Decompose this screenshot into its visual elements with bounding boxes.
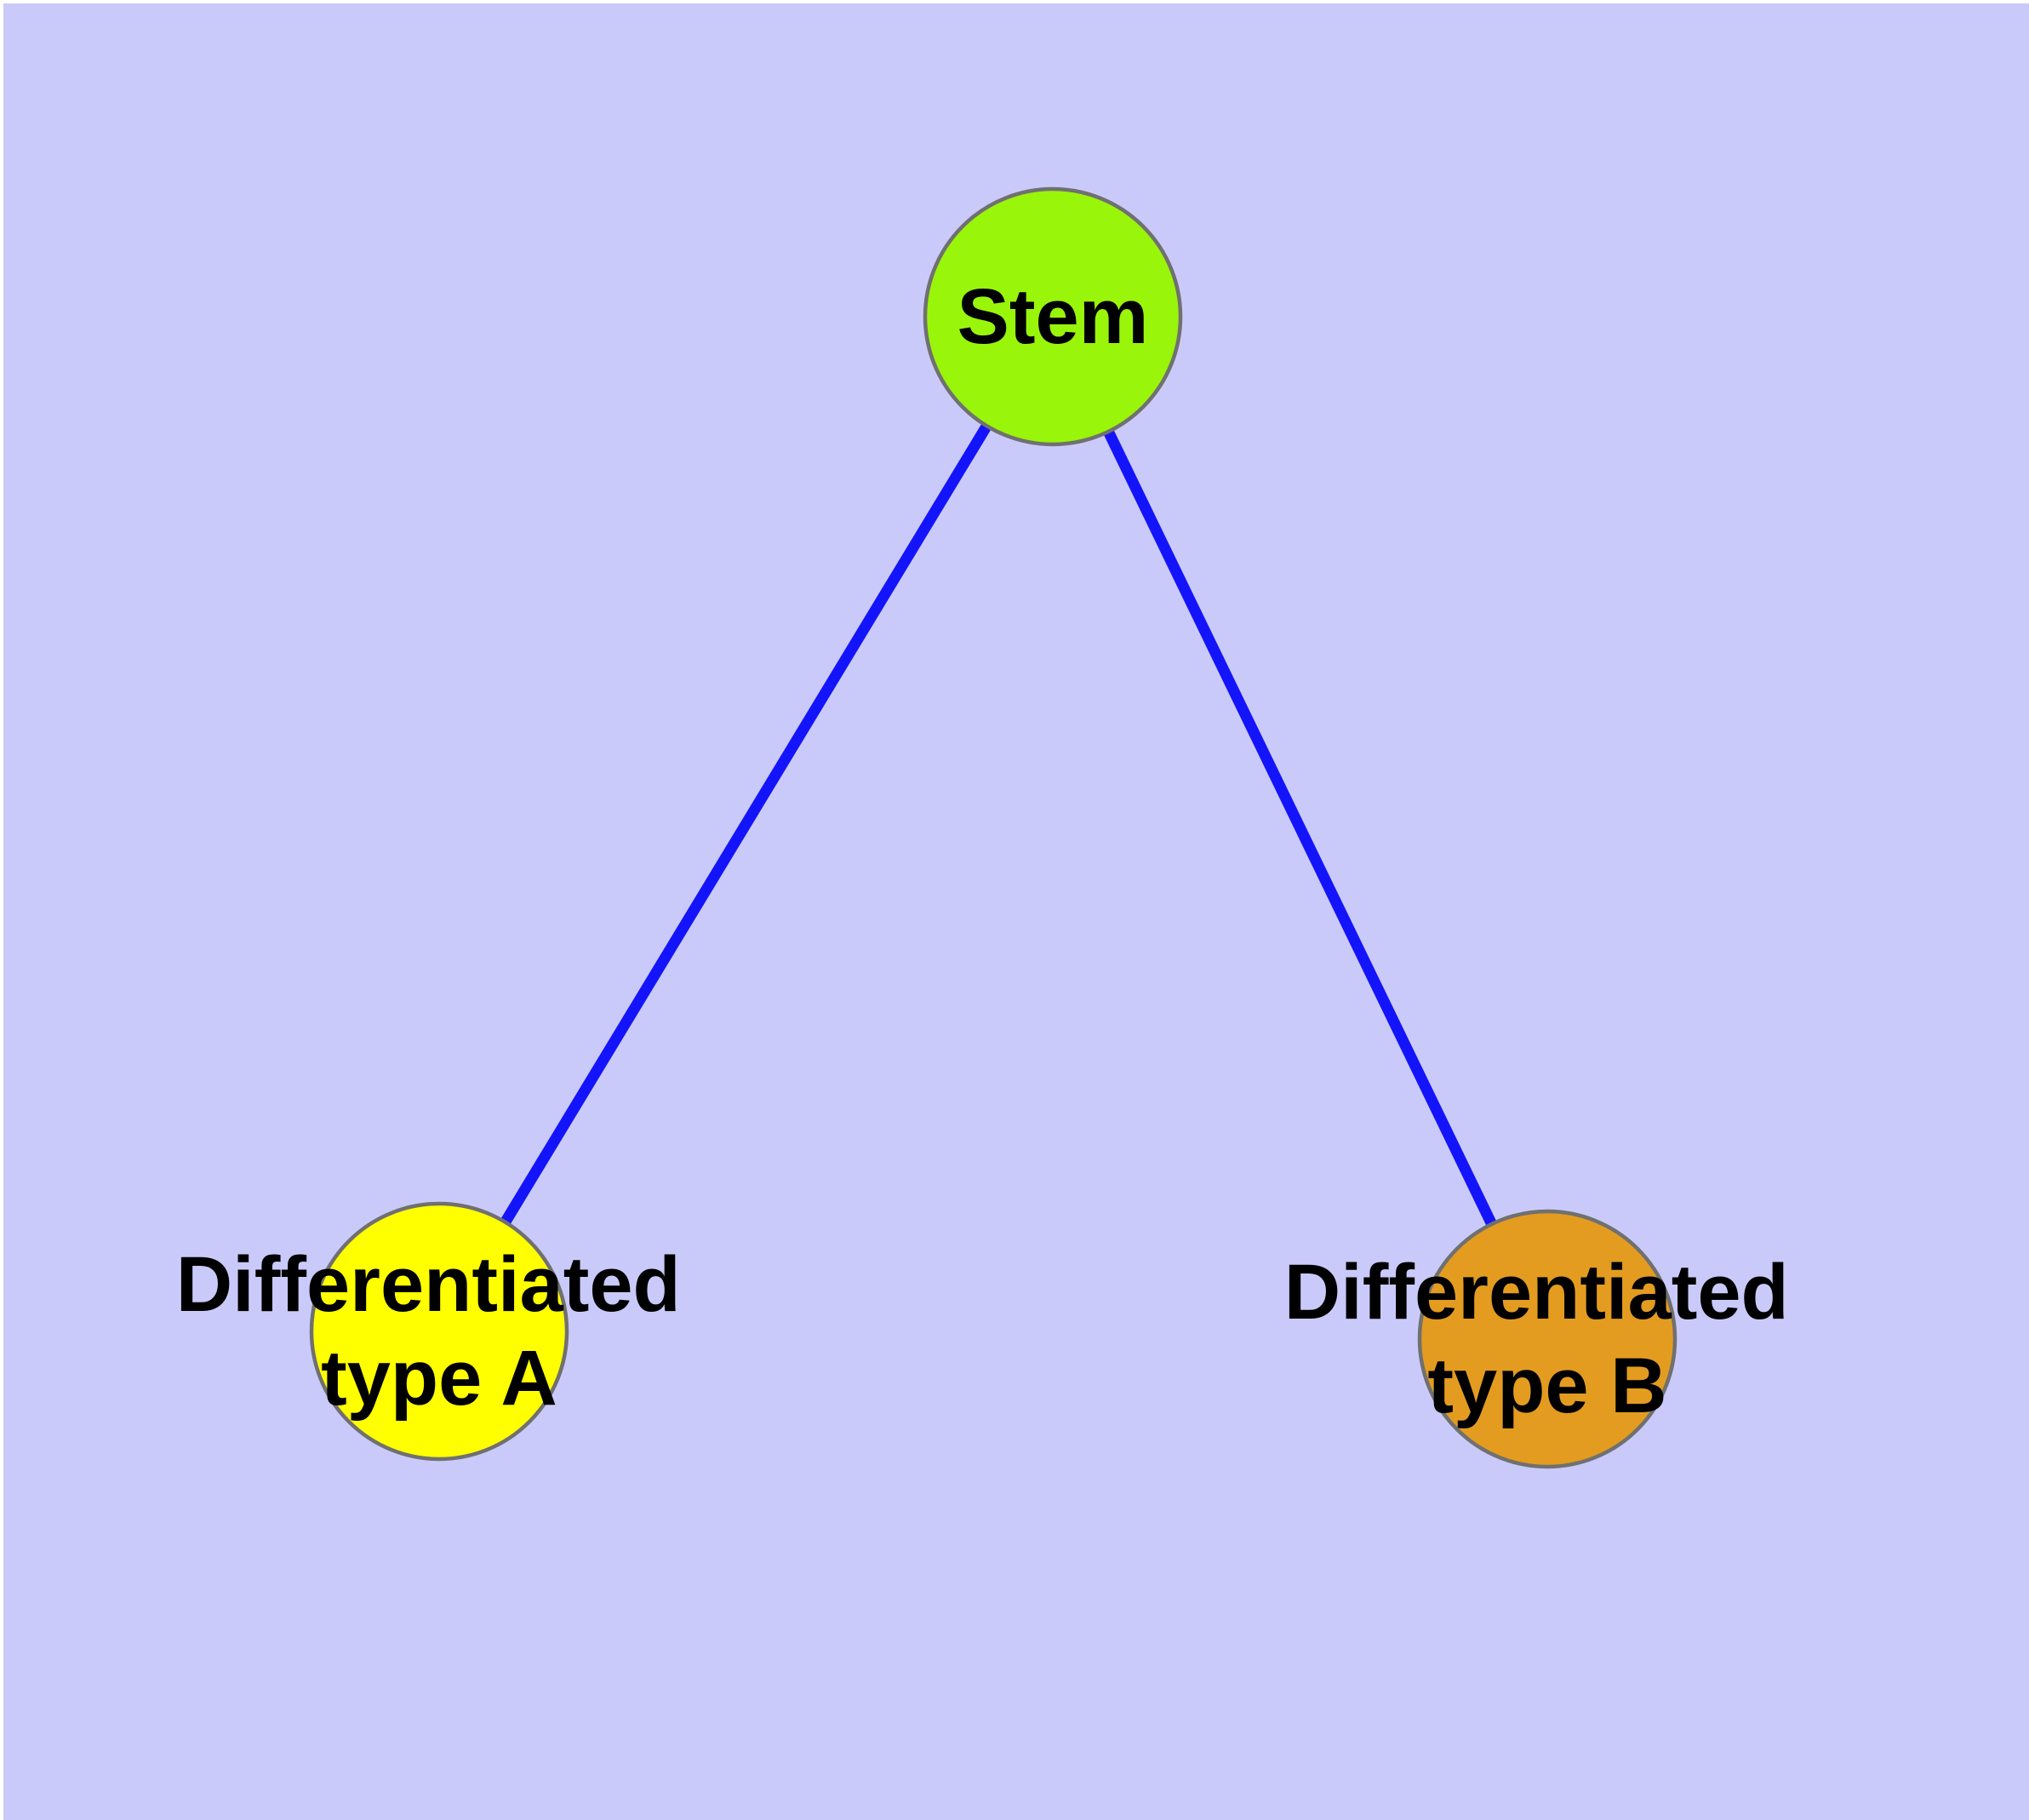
node-stem <box>923 186 1183 447</box>
edge-stem-to-type-a <box>434 313 1058 1335</box>
node-stem-label: Stem <box>957 273 1149 360</box>
node-differentiated-type-b <box>1417 1209 1677 1469</box>
node-differentiated-type-a-label-line1: Differentiated <box>176 1241 681 1328</box>
node-differentiated-type-a <box>309 1201 569 1462</box>
edge-stem-to-type-b <box>1048 314 1552 1342</box>
node-differentiated-type-b-label: Differentiated type B <box>1284 1249 1811 1429</box>
node-differentiated-type-a-label: Differentiated type A <box>176 1241 703 1422</box>
node-differentiated-type-a-label-line2: type A <box>321 1335 557 1422</box>
node-stem-label-line1: Stem <box>957 273 1149 360</box>
node-differentiated-type-b-label-line1: Differentiated <box>1284 1249 1789 1336</box>
node-differentiated-type-b-label-line2: type B <box>1427 1342 1666 1429</box>
